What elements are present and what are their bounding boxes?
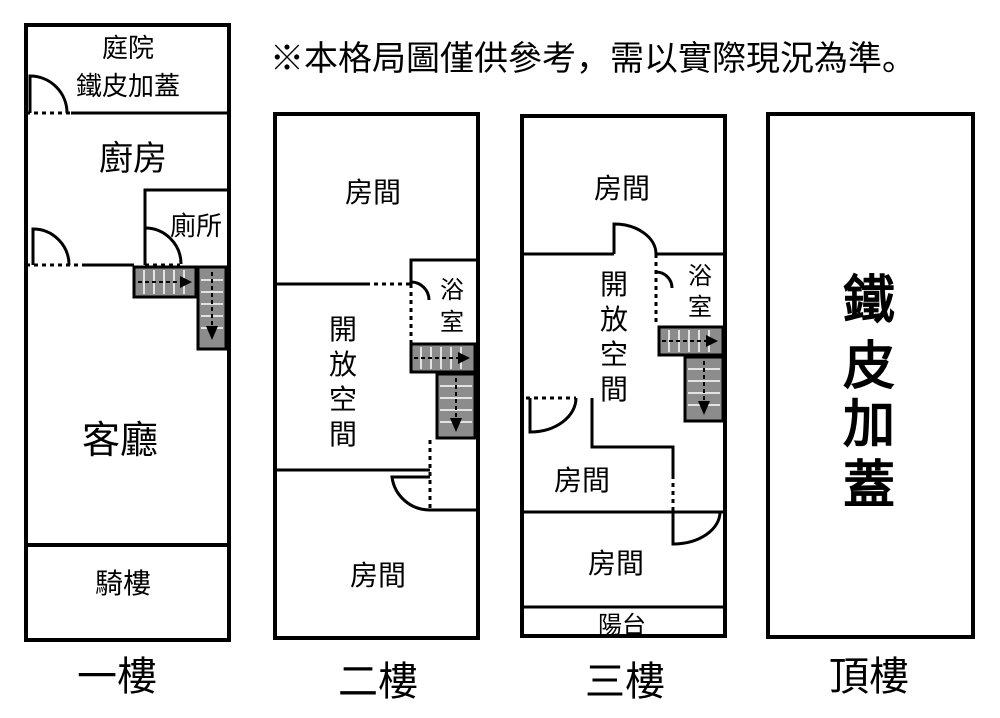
floor-2-label: 二樓 [338,659,418,705]
mid-room-door [528,397,578,434]
roof-outline [766,112,975,639]
room-toilet-label: 廁所 [170,212,222,242]
toilet-wall [143,188,229,265]
open-space-label-4: 間 [329,418,357,451]
bath-door [410,280,431,301]
roof-addition-label-4: 蓋 [843,455,895,516]
mid-room-wall [590,398,675,475]
room-arcade-label: 騎樓 [95,567,151,600]
open-space-label-2: 放 [329,348,357,381]
bath-label-1: 浴 [688,262,712,290]
roof-addition-label-3: 加 [843,394,895,455]
room-bottom-label: 房間 [350,559,406,592]
bath-door [655,270,674,289]
room-kitchen-label: 廚房 [99,139,167,179]
room-top-label: 房間 [345,176,401,209]
room-courtyard-sub-label: 鐵皮加蓋 [76,72,180,102]
floor-1-label: 一樓 [77,654,157,700]
room-bottom-door [390,475,431,512]
toilet-door [144,226,183,265]
room-bottom-label: 房間 [588,547,644,580]
floor-2-outline [273,112,480,640]
roof-plan: 鐵 皮 加 蓋 頂樓 [766,112,975,700]
floor-3-stairs [657,325,725,423]
bath-label-2: 室 [440,308,464,336]
floor-3-outline [520,114,727,638]
room-top-label: 房間 [594,172,650,205]
kitchen-door [31,227,71,266]
balcony-label: 陽台 [598,611,646,639]
floor-3-plan: 房間 浴 室 開 放 空 間 房間 房間 陽台 三樓 [520,114,727,705]
bath-label-1: 浴 [440,276,464,304]
open-space-label-1: 開 [600,268,628,301]
floor-3-label: 三樓 [585,659,665,705]
open-space-label-2: 放 [600,303,628,336]
roof-addition-label-1: 鐵 [843,270,895,331]
room-top-door [612,222,658,255]
bath-wall-top [409,258,478,284]
bath-label-2: 室 [688,293,712,321]
floor-1-stairs [132,265,228,351]
roof-label: 頂樓 [829,654,909,700]
floor-1-plan: 庭院 鐵皮加蓋 廚房 廁所 客廳 騎樓 一樓 [24,23,231,700]
floor-1-outline [24,23,231,642]
floor-2-plan: 房間 浴 室 開 放 空 間 房間 二樓 [273,112,480,705]
room-living-label: 客廳 [82,418,158,462]
room-mid-label: 房間 [554,464,610,497]
room-courtyard-label: 庭院 [102,34,154,64]
courtyard-door [28,74,69,114]
open-space-label-4: 間 [600,373,628,406]
disclaimer-note: ※本格局圖僅供參考，需以實際現況為準。 [270,39,916,79]
open-space-label-1: 開 [329,313,357,346]
open-space-label-3: 空 [329,383,357,416]
open-space-label-3: 空 [600,338,628,371]
roof-addition-label-2: 皮 [843,336,895,397]
room-bottom-door [671,511,722,546]
floor-2-stairs [409,342,477,440]
